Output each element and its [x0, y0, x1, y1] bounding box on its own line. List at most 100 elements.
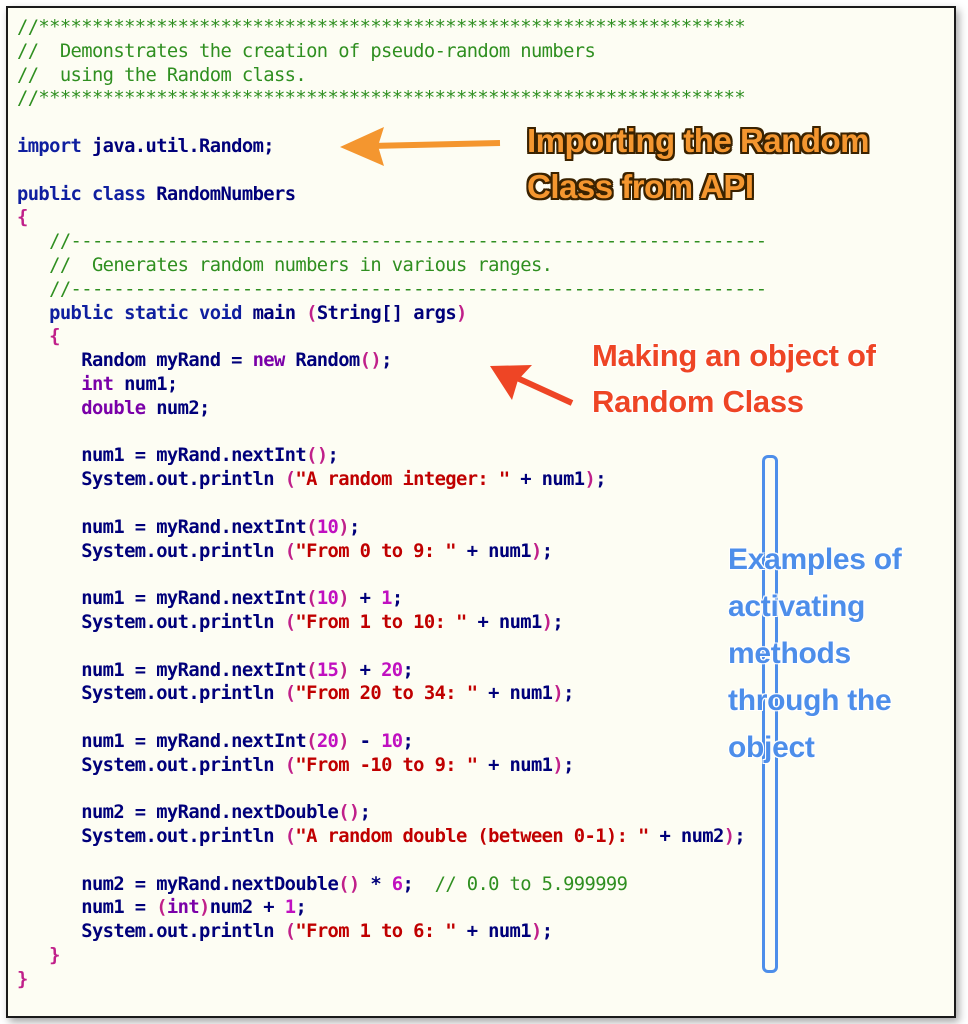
code-line: }: [17, 968, 767, 992]
code-line: //--------------------------------------…: [17, 230, 767, 254]
code-token: (: [284, 469, 296, 491]
code-line: // Generates random numbers in various r…: [17, 254, 767, 278]
code-token: java.util.Random;: [81, 135, 275, 157]
code-token: (: [284, 754, 296, 776]
code-line: {: [17, 206, 767, 230]
code-token: num2;: [145, 397, 210, 419]
code-token: (: [306, 730, 317, 752]
code-token: System.out.println: [17, 611, 285, 633]
code-token: // Demonstrates the creation of pseudo-r…: [17, 40, 596, 62]
code-token: 15: [316, 659, 339, 681]
code-token: ): [584, 469, 596, 491]
code-token: String[] args: [316, 302, 457, 324]
object-annotation-line-1: Making an object of: [592, 338, 876, 373]
code-token: (: [306, 659, 317, 681]
code-token: + num1: [456, 540, 532, 562]
code-token: num1 =: [17, 897, 157, 919]
code-line: num1 = myRand.nextInt();: [17, 444, 767, 468]
code-token: ): [552, 754, 564, 776]
code-token: ): [199, 897, 210, 919]
code-line: {: [17, 325, 767, 349]
code-line: System.out.println ("From 1 to 10: " + n…: [17, 611, 767, 635]
code-token: "From 1 to 6: ": [295, 921, 457, 943]
code-token: {: [17, 207, 28, 229]
code-token: ;: [734, 826, 746, 848]
code-token: //**************************************…: [17, 88, 746, 110]
code-line: System.out.println ("A random double (be…: [17, 825, 767, 849]
code-token: "A random integer: ": [295, 469, 510, 491]
code-token: num2 = myRand.nextDouble: [17, 802, 339, 824]
code-token: "From 1 to 10: ": [295, 611, 467, 633]
code-token: (: [284, 540, 296, 562]
code-token: 1: [284, 897, 296, 919]
object-annotation: Making an object of Random Class: [592, 333, 876, 425]
code-token: "From -10 to 9: ": [295, 754, 478, 776]
code-token: public static void: [49, 302, 242, 324]
code-token: (: [284, 611, 296, 633]
code-editor: //**************************************…: [6, 6, 956, 1018]
code-line: //**************************************…: [17, 16, 767, 40]
code-token: System.out.println: [17, 826, 285, 848]
code-line: Random myRand = new Random();: [17, 349, 767, 373]
code-line: public static void main (String[] args): [17, 302, 767, 326]
import-annotation-line-2: Class from API: [527, 168, 754, 205]
code-token: ): [530, 540, 542, 562]
object-annotation-line-2: Random Class: [592, 384, 804, 419]
code-token: // using the Random class.: [17, 64, 307, 86]
methods-annotation: Examples of activating methods through t…: [728, 536, 902, 771]
code-token: (: [306, 302, 317, 324]
code-token: num1;: [113, 373, 178, 395]
code-line: System.out.println ("From -10 to 9: " + …: [17, 754, 767, 778]
code-token: (: [156, 897, 167, 919]
code-token: ;: [541, 540, 553, 562]
methods-annotation-line: Examples of: [728, 543, 902, 576]
code-token: (: [306, 516, 317, 538]
code-token: num2 = myRand.nextDouble: [17, 873, 339, 895]
code-token: + num1: [477, 683, 553, 705]
code-token: + num1: [466, 611, 542, 633]
code-token: RandomNumbers: [145, 183, 296, 205]
code-token: // Generates random numbers in various r…: [49, 254, 553, 276]
methods-annotation-line: object: [728, 731, 815, 764]
code-token: ): [541, 611, 553, 633]
code-token: ;: [295, 897, 307, 919]
code-token: 10: [381, 730, 403, 752]
code-token: + num1: [477, 754, 553, 776]
code-token: ): [338, 730, 349, 752]
code-token: //**************************************…: [17, 17, 746, 38]
code-token: System.out.println: [17, 540, 285, 562]
methods-bracket: [762, 455, 778, 973]
code-token: "From 0 to 9: ": [295, 540, 457, 562]
code-line: num1 = (int)num2 + 1;: [17, 896, 767, 920]
code-token: main: [241, 302, 307, 324]
code-token: num1 = myRand.nextInt: [17, 659, 307, 681]
code-token: //--------------------------------------…: [49, 278, 767, 300]
code-token: System.out.println: [17, 921, 285, 943]
code-token: ): [338, 659, 349, 681]
code-line: num2 = myRand.nextDouble();: [17, 801, 767, 825]
code-line: System.out.println ("From 0 to 9: " + nu…: [17, 540, 767, 564]
code-token: 20: [381, 659, 403, 681]
code-token: public class: [17, 183, 146, 205]
code-token: "A random double (between 0-1): ": [295, 826, 649, 848]
code-token: num1 = myRand.nextInt: [17, 516, 307, 538]
code-token: ;: [552, 611, 564, 633]
code-token: {: [49, 326, 60, 348]
code-token: ): [723, 826, 735, 848]
import-annotation: Importing the Random Class from API: [527, 118, 869, 210]
code-listing: //**************************************…: [17, 16, 767, 992]
code-line: double num2;: [17, 397, 767, 421]
code-token: }: [17, 968, 28, 990]
code-token: num1 = myRand.nextInt: [17, 588, 307, 610]
code-token: 10: [316, 588, 339, 610]
code-token: -: [348, 730, 382, 752]
code-token: int: [166, 897, 200, 919]
code-line: int num1;: [17, 373, 767, 397]
code-token: //--------------------------------------…: [49, 231, 767, 253]
code-token: ;: [348, 516, 360, 538]
code-token: ): [456, 302, 467, 324]
code-line: System.out.println ("A random integer: "…: [17, 468, 767, 492]
code-token: (: [284, 683, 296, 705]
